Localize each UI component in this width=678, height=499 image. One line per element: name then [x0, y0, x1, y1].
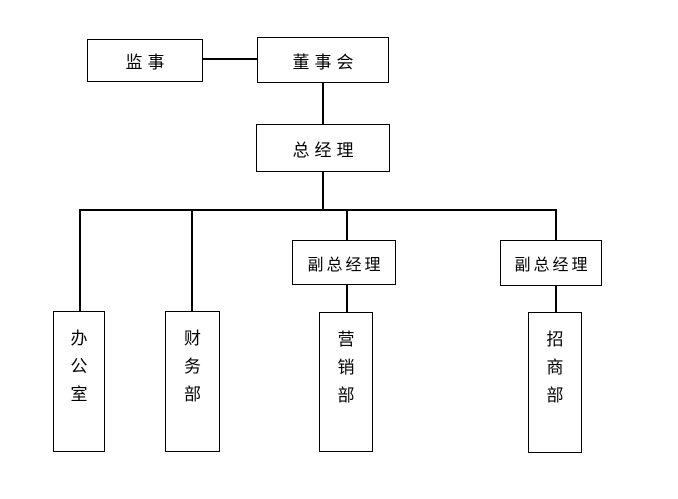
node-marketing-label: 营销部 — [337, 330, 355, 406]
node-office: 办公室 — [53, 311, 105, 452]
connector-bus-deputy-gm-1 — [346, 209, 348, 240]
node-supervisor: 监事 — [87, 39, 203, 82]
node-deputy-gm-1-label: 副总经理 — [307, 254, 384, 274]
node-deputy-general-manager-2: 副总经理 — [500, 240, 602, 286]
connector-general-manager-trunk — [322, 172, 324, 210]
node-board-of-directors: 董事会 — [257, 37, 389, 83]
connector-bus-deputy-gm-2 — [555, 209, 557, 240]
node-general-manager-label: 总经理 — [292, 140, 359, 161]
node-finance-department: 财务部 — [165, 311, 220, 452]
connector-bus-office — [79, 209, 81, 311]
node-board-label: 董事会 — [292, 52, 359, 73]
connector-board-general-manager — [322, 83, 324, 124]
node-investment-label: 招商部 — [546, 330, 564, 406]
connector-deputy-gm-2-investment — [555, 286, 557, 312]
node-supervisor-label: 监事 — [125, 53, 170, 73]
node-deputy-general-manager-1: 副总经理 — [292, 240, 396, 285]
connector-supervisor-board — [203, 58, 257, 60]
connector-horizontal-bus — [79, 209, 557, 211]
node-finance-label: 财务部 — [183, 329, 201, 405]
node-deputy-gm-2-label: 副总经理 — [514, 255, 591, 274]
connector-bus-finance — [191, 209, 193, 311]
node-marketing-department: 营销部 — [319, 312, 373, 452]
node-office-label: 办公室 — [70, 329, 88, 405]
node-general-manager: 总经理 — [256, 124, 390, 172]
connector-deputy-gm-1-marketing — [346, 285, 348, 312]
node-investment-department: 招商部 — [528, 312, 582, 453]
